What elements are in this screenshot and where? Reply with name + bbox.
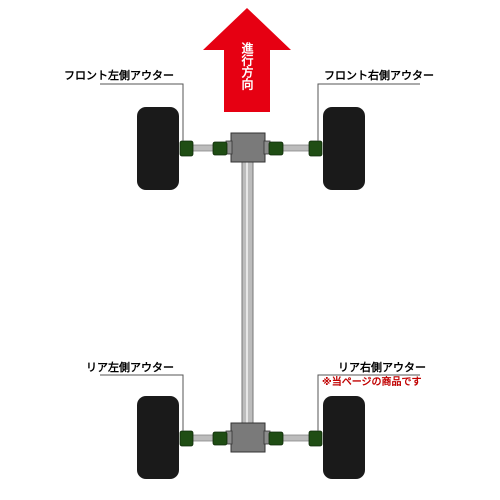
front-left-tire (137, 107, 179, 190)
rear-axle (137, 396, 365, 479)
direction-label: 進行方向 (240, 41, 254, 91)
front-left-inner-boot (212, 141, 228, 156)
leader-front-right (317, 83, 420, 141)
leader-rear-left (100, 374, 184, 431)
rear-differential (230, 422, 266, 453)
front-right-tire (323, 107, 365, 190)
rear-left-tire (137, 396, 179, 479)
leader-front-left (100, 83, 184, 141)
front-right-inner-boot (268, 141, 284, 156)
rear-right-tire (323, 396, 365, 479)
rear-right-inner-boot (268, 431, 284, 446)
leader-rear-right (317, 374, 420, 431)
front-left-outer-label: フロント左側アウター (64, 69, 174, 82)
rear-right-outer-boot (308, 430, 323, 447)
rear-right-outer-label: リア右側アウター (338, 361, 426, 374)
direction-arrow (203, 8, 291, 112)
front-right-outer-boot (308, 140, 323, 157)
rear-left-outer-boot (179, 430, 194, 447)
rear-left-inner-boot (212, 431, 228, 446)
front-axle (137, 107, 365, 190)
product-note: ※当ページの商品です (322, 377, 422, 388)
front-right-outer-label: フロント右側アウター (324, 69, 434, 82)
leader-lines (100, 83, 420, 431)
rear-left-outer-label: リア左側アウター (86, 361, 174, 374)
front-left-outer-boot (179, 140, 194, 157)
front-differential (230, 132, 266, 163)
